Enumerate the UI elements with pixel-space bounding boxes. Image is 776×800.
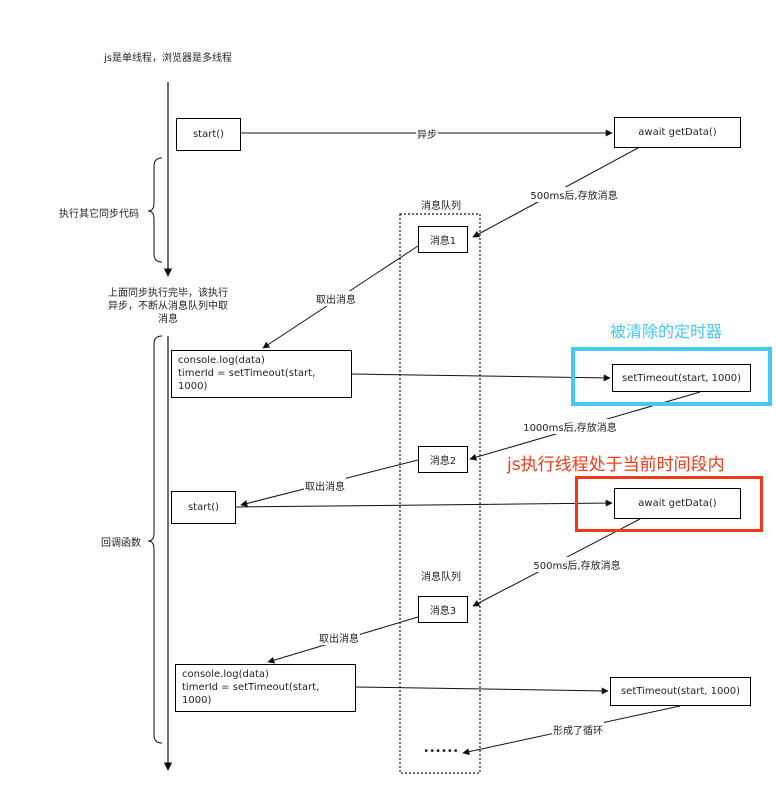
message-1-box: 消息1 — [418, 226, 468, 253]
arrow-label-take-1: 取出消息 — [315, 291, 357, 306]
await-box-2: await getData() — [614, 488, 741, 519]
arrow-label-async: 异步 — [416, 126, 438, 141]
console-box-1: console.log(data) timerId = setTimeout(s… — [171, 350, 352, 398]
current-segment-highlight — [575, 476, 763, 532]
timeout-box-1: setTimeout(start, 1000) — [612, 364, 751, 392]
arrow-label-take-3: 取出消息 — [318, 630, 360, 645]
console-box-2: console.log(data) timerId = setTimeout(s… — [175, 664, 356, 712]
brace-other-sync — [147, 157, 163, 263]
message-queue-box — [399, 213, 481, 774]
cleared-timer-title: 被清除的定时器 — [610, 322, 723, 341]
cleared-timer-highlight — [571, 347, 772, 406]
message-3-box: 消息3 — [418, 596, 468, 623]
queue-label-middle: 消息队列 — [420, 568, 462, 583]
intro-text: js是单线程，浏览器是多线程 — [104, 53, 232, 64]
arrow-label-store-1000: 1000ms后,存放消息 — [522, 419, 618, 434]
message-2-box: 消息2 — [418, 446, 468, 473]
brace-callbacks — [147, 335, 163, 744]
arrow-label-store-500-1: 500ms后,存放消息 — [529, 187, 619, 202]
label-other-sync: 执行其它同步代码 — [58, 205, 140, 220]
arrow-to-await-2 — [235, 499, 613, 508]
start-box-1: start() — [176, 118, 241, 151]
arrow-label-store-500-2: 500ms后,存放消息 — [532, 557, 622, 572]
start-box-2: start() — [171, 491, 236, 524]
queue-ellipsis: •••••• — [423, 746, 459, 757]
arrow-label-take-2: 取出消息 — [304, 478, 346, 493]
queue-label-top: 消息队列 — [420, 197, 462, 212]
label-after-sync: 上面同步执行完毕，该执行 异步，不断从消息队列中取 消息 — [108, 288, 228, 325]
arrow-to-timeout-2 — [355, 686, 609, 695]
current-segment-title: js执行线程处于当前时间段内 — [507, 455, 725, 475]
arrow-label-loop: 形成了循环 — [552, 722, 604, 737]
timeout-box-2: setTimeout(start, 1000) — [610, 677, 751, 706]
await-box-1: await getData() — [614, 117, 741, 148]
arrow-to-timeout-1 — [351, 373, 611, 382]
label-callbacks: 回调函数 — [100, 534, 142, 549]
